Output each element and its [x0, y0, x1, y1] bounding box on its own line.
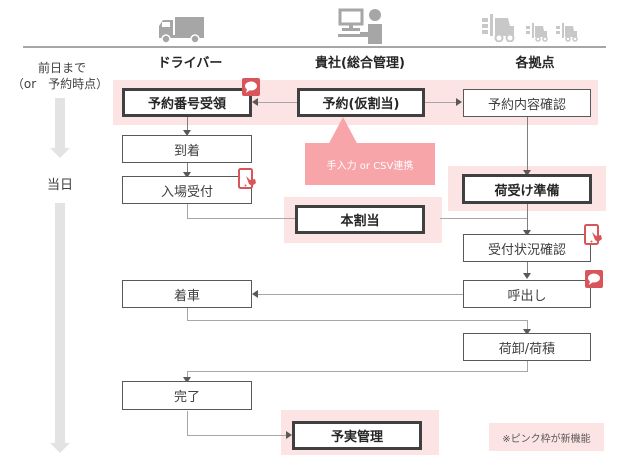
connector — [187, 204, 188, 219]
tablet-touch-icon — [584, 224, 604, 246]
connector — [527, 117, 528, 173]
arrow-head — [183, 130, 191, 136]
node-company-plan-actual[interactable]: 予実管理 — [292, 421, 422, 450]
node-site-status-check[interactable]: 受付状況確認 — [463, 234, 591, 262]
chat-bubble-icon — [242, 78, 260, 96]
connector — [187, 371, 188, 379]
timeline-arrow-bottom — [55, 203, 65, 443]
arrow-head — [286, 431, 292, 439]
arrow-head — [523, 329, 531, 335]
arrow-head — [523, 170, 531, 176]
connector — [187, 320, 528, 321]
node-site-prepare[interactable]: 荷受け準備 — [462, 174, 592, 204]
truck-icon — [157, 16, 205, 44]
node-driver-receive-number[interactable]: 予約番号受領 — [122, 88, 252, 117]
timeline-arrow-bottom-head — [50, 443, 70, 453]
node-company-assign[interactable]: 本割当 — [295, 205, 425, 234]
connector — [187, 435, 287, 436]
callout-input-method: 手入力 or CSV連携 — [305, 143, 435, 185]
node-driver-entry[interactable]: 入場受付 — [122, 176, 252, 204]
node-driver-dock[interactable]: 着車 — [122, 280, 252, 308]
arrow-head — [456, 98, 462, 106]
timeline-arrow-top-head — [50, 148, 70, 158]
connector — [187, 163, 188, 175]
connector — [527, 204, 528, 234]
node-company-reserve[interactable]: 予約(仮割当) — [297, 88, 425, 117]
legend-note: ※ピンク枠が新機能 — [489, 423, 604, 451]
connector — [258, 294, 463, 295]
node-site-unload[interactable]: 荷卸/荷積 — [463, 333, 591, 361]
timeline-before-sublabel: （or 予約時点） — [11, 77, 109, 91]
forklift-icon — [482, 12, 592, 43]
connector — [187, 308, 188, 321]
callout-pointer — [327, 117, 359, 147]
tablet-touch-icon — [238, 168, 258, 190]
legend-note-text: ※ピンク枠が新機能 — [502, 433, 591, 445]
timeline-day-label: 当日 — [46, 178, 73, 193]
connector — [187, 117, 188, 133]
connector — [440, 218, 527, 219]
connector — [425, 102, 460, 103]
arrow-head — [183, 377, 191, 383]
connector — [527, 320, 528, 332]
timeline-arrow-top — [55, 98, 65, 148]
timeline-before-label: 前日まで — [37, 61, 86, 75]
arrow-head — [183, 172, 191, 178]
header-divider — [23, 46, 606, 48]
computer-operator-icon — [338, 8, 386, 44]
connector — [527, 360, 528, 371]
node-driver-done[interactable]: 完了 — [122, 381, 252, 410]
connector — [257, 102, 297, 103]
connector — [527, 262, 528, 276]
connector — [187, 218, 295, 219]
arrow-head — [252, 98, 258, 106]
node-driver-arrive[interactable]: 到着 — [122, 135, 252, 163]
arrow-head — [252, 290, 258, 298]
chat-bubble-icon — [585, 270, 603, 288]
arrow-head — [523, 230, 531, 236]
node-site-confirm[interactable]: 予約内容確認 — [463, 89, 591, 117]
column-header-driver: ドライバー — [157, 56, 223, 71]
node-site-call[interactable]: 呼出し — [463, 280, 591, 308]
column-header-company: 貴社(総合管理) — [315, 56, 405, 71]
connector — [187, 371, 528, 372]
arrow-head — [523, 273, 531, 279]
connector — [187, 411, 188, 436]
column-header-site: 各拠点 — [515, 56, 555, 71]
